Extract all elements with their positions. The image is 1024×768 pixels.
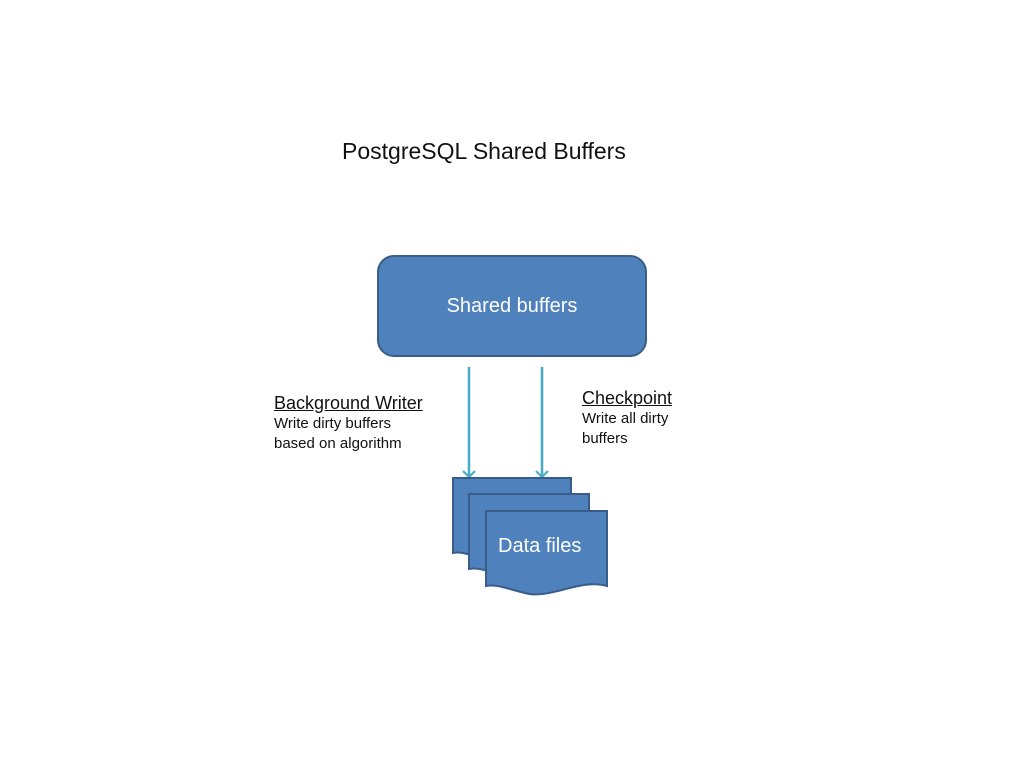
shared-buffers-label: Shared buffers <box>446 295 578 317</box>
checkpoint-line: buffers <box>582 430 628 447</box>
data-files-stack <box>452 477 608 596</box>
background-writer-line: Write dirty buffers <box>274 415 391 432</box>
data-files-label: Data files <box>498 535 582 557</box>
background-writer-heading: Background Writer <box>274 393 423 413</box>
data-file-sheet-front <box>485 510 608 596</box>
shared-buffers-box: Shared buffers <box>377 255 647 357</box>
background-writer-line: based on algorithm <box>274 435 402 452</box>
background-writer-label-group: Background Writer Write dirty buffers ba… <box>274 392 464 454</box>
checkpoint-label-group: Checkpoint Write all dirty buffers <box>582 387 732 449</box>
diagram-title: PostgreSQL Shared Buffers <box>342 138 626 164</box>
checkpoint-line: Write all dirty <box>582 410 669 427</box>
checkpoint-heading: Checkpoint <box>582 388 673 408</box>
